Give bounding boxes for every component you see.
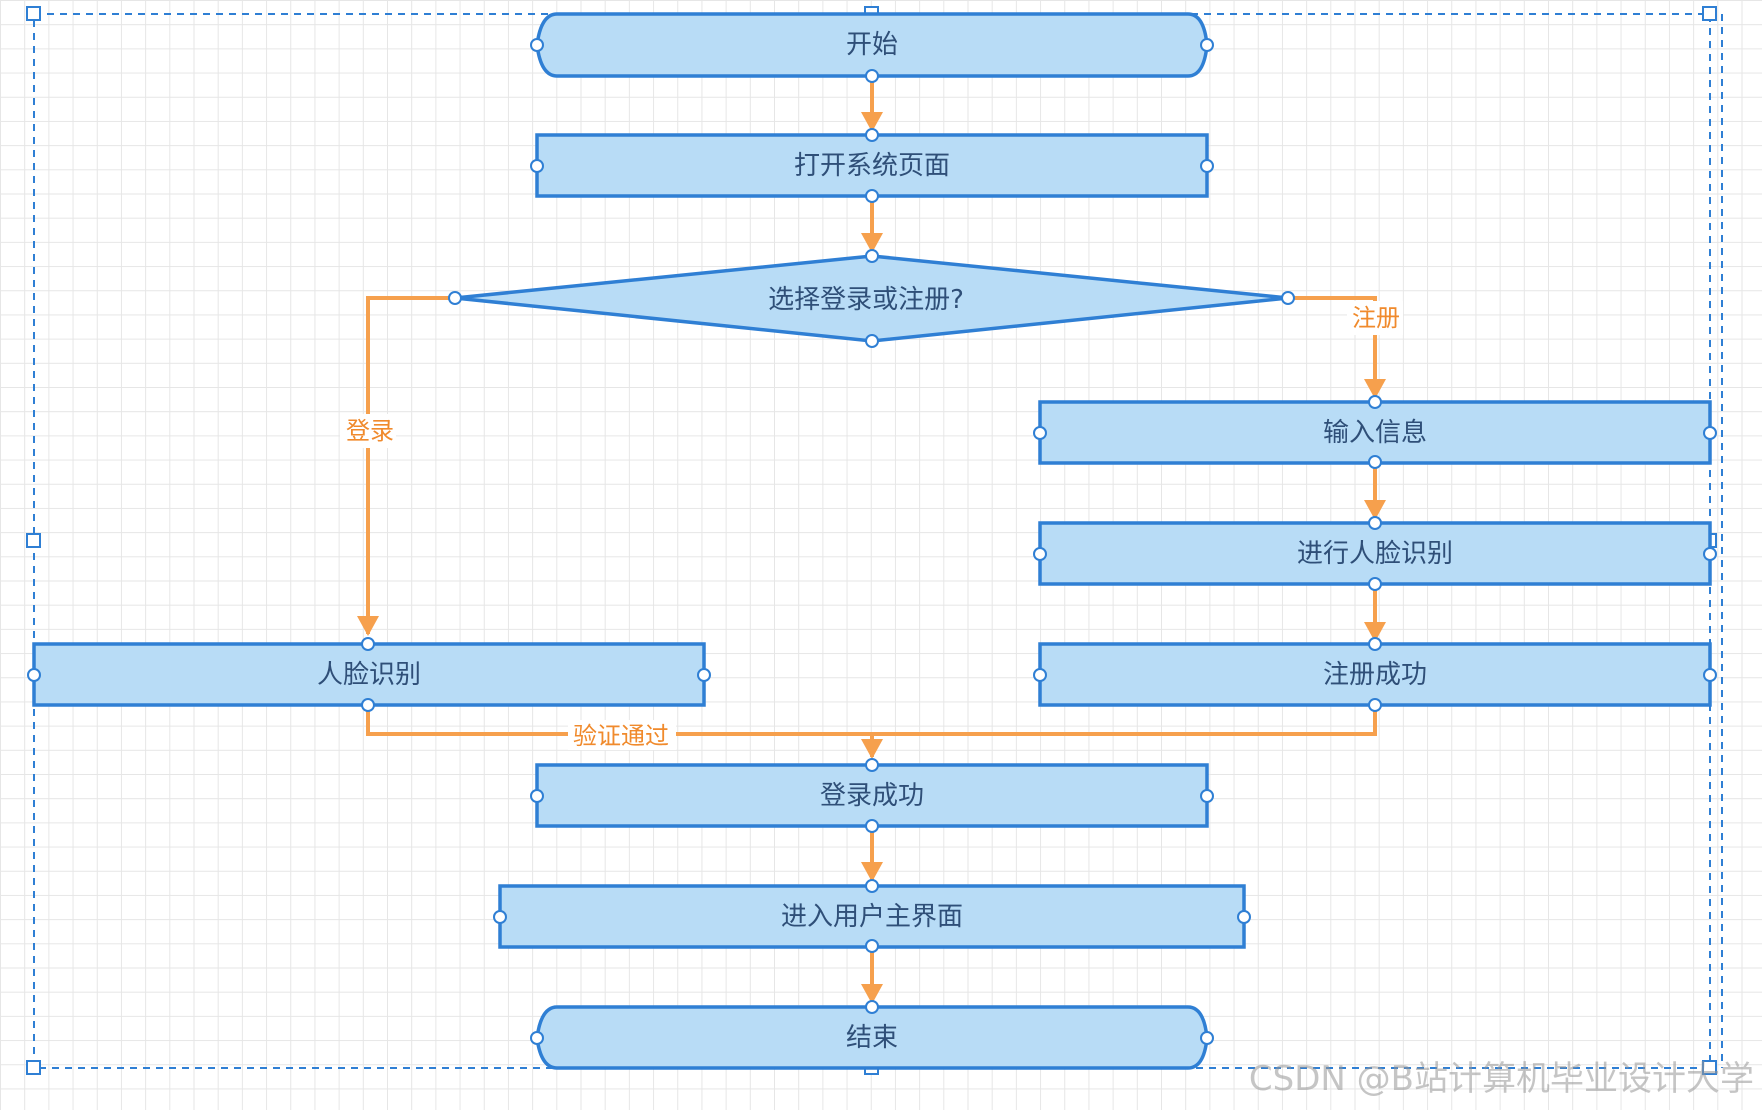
connection-handle[interactable] bbox=[1703, 668, 1717, 682]
connection-handles bbox=[27, 38, 1717, 1045]
connection-handle[interactable] bbox=[1703, 547, 1717, 561]
edge-label-register: 注册 bbox=[1352, 304, 1400, 332]
node-input-info[interactable]: 输入信息 bbox=[1038, 400, 1712, 465]
node-start-label: 开始 bbox=[846, 30, 898, 60]
edge-label-verified: 验证通过 bbox=[573, 722, 669, 750]
connection-handle[interactable] bbox=[865, 249, 879, 263]
selection-handle-bottom-right[interactable] bbox=[1702, 1060, 1717, 1075]
connection-handle[interactable] bbox=[865, 758, 879, 772]
connection-handle[interactable] bbox=[1281, 291, 1295, 305]
connection-handle[interactable] bbox=[530, 1031, 544, 1045]
connection-handle[interactable] bbox=[865, 939, 879, 953]
node-open-page[interactable]: 打开系统页面 bbox=[535, 133, 1209, 198]
node-login-success-label: 登录成功 bbox=[820, 781, 924, 811]
connection-handle[interactable] bbox=[865, 819, 879, 833]
connection-handle[interactable] bbox=[1368, 698, 1382, 712]
node-register-success-label: 注册成功 bbox=[1323, 660, 1427, 690]
node-login-success[interactable]: 登录成功 bbox=[535, 763, 1209, 828]
node-face-recognition-register[interactable]: 进行人脸识别 bbox=[1038, 521, 1712, 586]
connection-handle[interactable] bbox=[865, 128, 879, 142]
node-decision-label: 选择登录或注册? bbox=[768, 285, 964, 315]
connection-handle[interactable] bbox=[361, 698, 375, 712]
edge-decision-to-face-login[interactable] bbox=[357, 296, 455, 636]
node-end-label: 结束 bbox=[846, 1023, 898, 1053]
connection-handle[interactable] bbox=[493, 910, 507, 924]
connection-handle[interactable] bbox=[865, 69, 879, 83]
edge-label-register-group: 注册 bbox=[1347, 301, 1403, 335]
node-open-page-label: 打开系统页面 bbox=[794, 151, 950, 181]
connection-handle[interactable] bbox=[1200, 38, 1214, 52]
connection-handle[interactable] bbox=[865, 334, 879, 348]
selection-handle-top-right[interactable] bbox=[1702, 6, 1717, 21]
selection-handle-bottom-left[interactable] bbox=[26, 1060, 41, 1075]
node-face-recognition-login[interactable]: 人脸识别 bbox=[32, 642, 706, 707]
connection-handle[interactable] bbox=[530, 38, 544, 52]
connection-handle[interactable] bbox=[1368, 395, 1382, 409]
connection-handle[interactable] bbox=[1368, 637, 1382, 651]
edge-label-verified-group: 验证通过 bbox=[568, 720, 676, 750]
watermark: CSDN @B站计算机毕业设计大学 bbox=[1248, 1059, 1754, 1099]
connection-handle[interactable] bbox=[1368, 577, 1382, 591]
node-face-recognition-login-label: 人脸识别 bbox=[317, 660, 421, 690]
connection-handle[interactable] bbox=[865, 1000, 879, 1014]
connection-handle[interactable] bbox=[1200, 789, 1214, 803]
connection-handle[interactable] bbox=[530, 789, 544, 803]
connection-handle[interactable] bbox=[448, 291, 462, 305]
connection-handle[interactable] bbox=[361, 637, 375, 651]
connection-handle[interactable] bbox=[1237, 910, 1251, 924]
edge-label-login-group: 登录 bbox=[340, 414, 396, 448]
node-face-recognition-register-label: 进行人脸识别 bbox=[1297, 539, 1453, 569]
node-end[interactable]: 结束 bbox=[535, 1005, 1209, 1070]
node-start[interactable]: 开始 bbox=[535, 12, 1209, 78]
edge-decision-to-input-info[interactable] bbox=[1288, 296, 1386, 399]
connection-handle[interactable] bbox=[1033, 547, 1047, 561]
node-register-success[interactable]: 注册成功 bbox=[1038, 642, 1712, 707]
connection-handle[interactable] bbox=[697, 668, 711, 682]
connection-handle[interactable] bbox=[1200, 1031, 1214, 1045]
selection-handle-top-left[interactable] bbox=[26, 6, 41, 21]
connection-handle[interactable] bbox=[1200, 159, 1214, 173]
node-input-info-label: 输入信息 bbox=[1323, 418, 1427, 448]
connection-handle[interactable] bbox=[1033, 426, 1047, 440]
connection-handle[interactable] bbox=[1368, 455, 1382, 469]
edge-register-success-to-login-success[interactable] bbox=[872, 705, 1377, 736]
connection-handle[interactable] bbox=[865, 879, 879, 893]
edge-label-login: 登录 bbox=[346, 417, 394, 445]
connection-handle[interactable] bbox=[1703, 426, 1717, 440]
node-decision[interactable]: 选择登录或注册? bbox=[454, 254, 1289, 343]
connection-handle[interactable] bbox=[865, 189, 879, 203]
node-enter-main[interactable]: 进入用户主界面 bbox=[498, 884, 1246, 949]
node-enter-main-label: 进入用户主界面 bbox=[781, 902, 963, 932]
selection-handle-middle-left[interactable] bbox=[26, 533, 41, 548]
connection-handle[interactable] bbox=[1033, 668, 1047, 682]
connection-handle[interactable] bbox=[1368, 516, 1382, 530]
connection-handle[interactable] bbox=[27, 668, 41, 682]
connection-handle[interactable] bbox=[530, 159, 544, 173]
